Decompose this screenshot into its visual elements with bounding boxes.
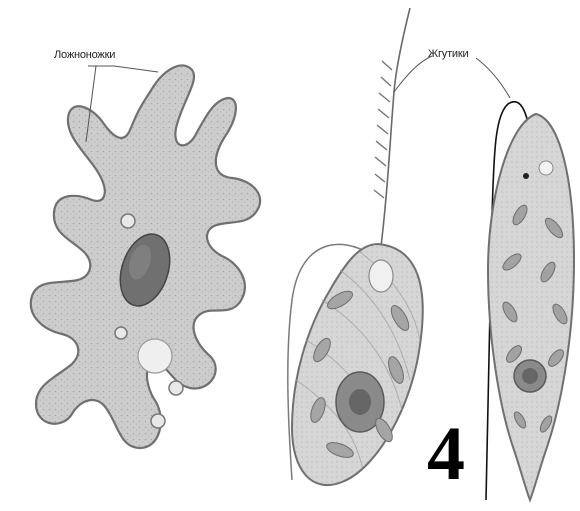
food-vacuole bbox=[169, 381, 183, 395]
flagellate-vacuole bbox=[539, 161, 553, 175]
pseudopods-label: Ложноножки bbox=[54, 49, 115, 61]
flagellum-mastigonemes bbox=[374, 61, 392, 198]
euglena bbox=[288, 8, 432, 485]
euglena-reservoir bbox=[369, 260, 393, 292]
food-vacuole bbox=[121, 214, 135, 228]
flagellate-eyespot bbox=[523, 173, 529, 179]
euglena-nucleolus bbox=[349, 389, 371, 415]
figure-number: 4 bbox=[427, 416, 465, 492]
food-vacuole bbox=[151, 414, 165, 428]
flagellate-cell bbox=[476, 58, 574, 500]
euglena-pointer-line bbox=[394, 56, 432, 92]
food-vacuole bbox=[115, 327, 127, 339]
flagellate-nucleolus bbox=[522, 368, 538, 384]
flagella-label: Жгутики bbox=[428, 48, 468, 60]
euglena-body bbox=[292, 244, 423, 485]
flagellate-pointer-line bbox=[476, 58, 510, 98]
contractile-vacuole bbox=[138, 339, 172, 373]
amoeba bbox=[31, 65, 260, 448]
